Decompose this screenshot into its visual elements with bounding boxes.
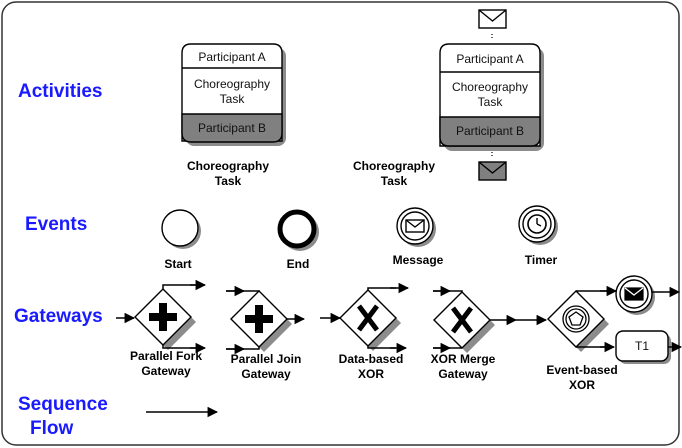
timer-event (518, 205, 558, 245)
caption-choreography-right-1: Choreography (353, 159, 435, 173)
section-label-gateways: Gateways (14, 306, 103, 327)
section-label-sequence: Sequence (18, 394, 108, 415)
start-event (161, 209, 201, 249)
event-xor-label-2: XOR (569, 378, 595, 392)
parallel-fork-gateway (116, 279, 207, 354)
task-t1-label: T1 (635, 339, 649, 353)
envelope-icon (478, 9, 507, 29)
x-icon (451, 306, 473, 334)
participant-a-label: Participant A (456, 52, 523, 66)
section-label-activities: Activities (18, 81, 102, 102)
choreography-task-right: Participant A Choreography Task Particip… (439, 9, 544, 181)
envelope-icon (405, 219, 425, 233)
timer-event-label: Timer (525, 253, 558, 267)
x-icon (357, 304, 379, 332)
envelope-filled-icon (624, 287, 644, 301)
plus-icon (149, 303, 177, 331)
participant-a-label: Participant A (198, 50, 265, 64)
caption-choreography-right-2: Task (381, 174, 408, 188)
message-intermediate-event (615, 275, 681, 315)
data-xor-label-1: Data-based (339, 352, 404, 366)
task-label-line2: Task (478, 95, 504, 109)
task-label-line2: Task (220, 92, 246, 106)
pentagon-icon (568, 311, 584, 326)
parallel-join-label-1: Parallel Join (231, 352, 302, 366)
task-t1: T1 (615, 330, 682, 364)
section-label-flow: Flow (30, 418, 73, 439)
parallel-join-gateway (226, 285, 306, 355)
parallel-join-label-2: Gateway (241, 367, 291, 381)
message-event (396, 207, 436, 247)
parallel-fork-label-1: Parallel Fork (130, 349, 202, 363)
message-event-label: Message (393, 253, 444, 267)
choreography-task-left: Participant A Choreography Task Particip… (181, 43, 286, 146)
data-xor-label-2: XOR (358, 367, 384, 381)
caption-choreography-left-1: Choreography (187, 159, 269, 173)
task-label-line1: Choreography (452, 80, 528, 94)
xor-merge-gateway (433, 285, 518, 354)
start-event-label: Start (164, 257, 191, 271)
envelope-filled-icon (478, 161, 507, 181)
parallel-fork-label-2: Gateway (141, 364, 191, 378)
participant-b-label: Participant B (198, 121, 266, 135)
event-xor-gateway (516, 285, 618, 353)
participant-b-label: Participant B (456, 124, 524, 138)
plus-icon (245, 305, 273, 333)
end-event (277, 209, 319, 251)
event-xor-label-1: Event-based (546, 363, 617, 377)
end-event-label: End (287, 257, 310, 271)
caption-choreography-left-2: Task (215, 174, 242, 188)
section-label-events: Events (25, 214, 87, 235)
xor-merge-label-1: XOR Merge (431, 352, 496, 366)
clock-icon (527, 214, 547, 234)
xor-merge-label-2: Gateway (438, 367, 488, 381)
data-xor-gateway (320, 282, 410, 354)
task-label-line1: Choreography (194, 77, 270, 91)
